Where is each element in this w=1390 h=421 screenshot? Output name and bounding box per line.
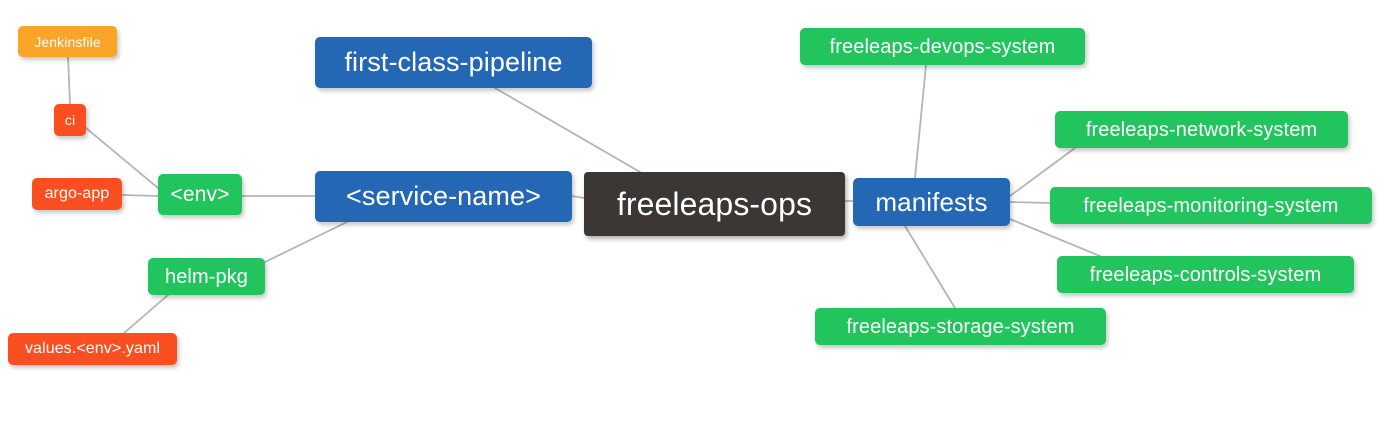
edge-jenkinsfile-to-ci <box>67 56 71 105</box>
node-env[interactable]: <env> <box>158 174 242 215</box>
node-label: manifests <box>875 187 988 217</box>
node-label: Jenkinsfile <box>34 33 101 50</box>
node-network-sys[interactable]: freeleaps-network-system <box>1055 111 1348 148</box>
node-label: freeleaps-ops <box>616 186 813 222</box>
edge-helm-pkg-to-values-yaml <box>123 294 169 334</box>
node-label: <env> <box>170 183 230 206</box>
node-manifests[interactable]: manifests <box>853 178 1010 226</box>
node-label: freeleaps-storage-system <box>846 315 1075 338</box>
edge-first-class-to-root <box>494 87 641 173</box>
node-ci[interactable]: ci <box>54 104 86 136</box>
node-devops-sys[interactable]: freeleaps-devops-system <box>800 28 1085 65</box>
edge-manifests-to-devops-sys <box>914 64 927 179</box>
node-helm-pkg[interactable]: helm-pkg <box>148 258 265 295</box>
node-service-name[interactable]: <service-name> <box>315 171 572 222</box>
node-monitoring-sys[interactable]: freeleaps-monitoring-system <box>1050 187 1372 224</box>
node-label: <service-name> <box>346 181 541 211</box>
node-root[interactable]: freeleaps-ops <box>584 172 845 236</box>
node-label: helm-pkg <box>164 265 249 288</box>
node-values-yaml[interactable]: values.<env>.yaml <box>8 333 177 365</box>
node-label: values.<env>.yaml <box>24 340 161 357</box>
node-first-class[interactable]: first-class-pipeline <box>315 37 592 88</box>
edge-manifests-to-controls-sys <box>1009 218 1101 257</box>
node-label: ci <box>64 112 76 128</box>
node-controls-sys[interactable]: freeleaps-controls-system <box>1057 256 1354 293</box>
node-argo-app[interactable]: argo-app <box>32 178 122 210</box>
node-label: freeleaps-monitoring-system <box>1083 194 1339 217</box>
node-label: argo-app <box>44 185 110 202</box>
edge-service-name-to-root <box>571 195 585 199</box>
node-label: freeleaps-devops-system <box>829 35 1056 58</box>
edge-manifests-to-monitoring-sys <box>1009 201 1051 204</box>
edge-manifests-to-storage-sys <box>904 225 956 309</box>
edge-argo-app-to-env <box>121 194 159 197</box>
node-label: freeleaps-controls-system <box>1089 263 1322 286</box>
node-label: first-class-pipeline <box>344 47 563 77</box>
node-storage-sys[interactable]: freeleaps-storage-system <box>815 308 1106 345</box>
node-jenkinsfile[interactable]: Jenkinsfile <box>18 26 117 57</box>
edge-service-name-to-helm-pkg <box>264 221 348 263</box>
node-label: freeleaps-network-system <box>1085 118 1318 141</box>
